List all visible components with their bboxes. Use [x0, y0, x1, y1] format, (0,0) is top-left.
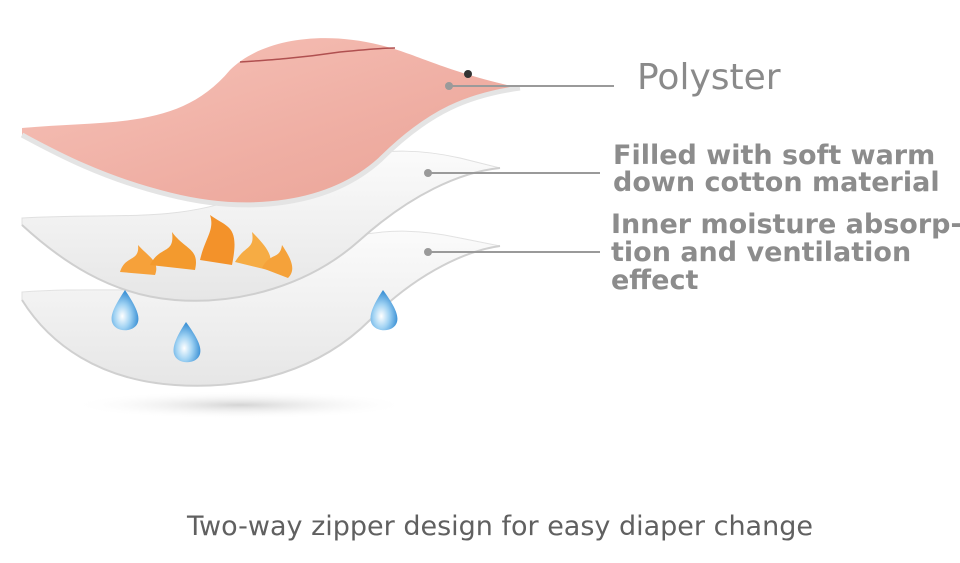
outer-layer	[20, 38, 521, 208]
caption: Two-way zipper design for easy diaper ch…	[0, 510, 960, 544]
label-cotton-line-2: down cotton material	[613, 167, 940, 198]
caption-text: Two-way zipper design for easy diaper ch…	[187, 511, 813, 542]
label-polyster: Polyster	[637, 57, 781, 98]
label-inner-line-2: tion and ventilation	[611, 237, 912, 268]
label-cotton-layer: Filled with soft warm down cotton materi…	[613, 142, 940, 196]
leader-lines	[424, 82, 614, 256]
water-drop-icon	[111, 290, 398, 363]
label-inner-line-3: effect	[611, 265, 699, 296]
label-inner-layer: Inner moisture absorp- tion and ventilat…	[611, 211, 960, 295]
label-inner-line-1: Inner moisture absorp-	[611, 209, 960, 240]
label-cotton-line-1: Filled with soft warm	[613, 140, 936, 171]
ground-shadow	[70, 391, 410, 419]
flame-icon	[120, 215, 293, 278]
